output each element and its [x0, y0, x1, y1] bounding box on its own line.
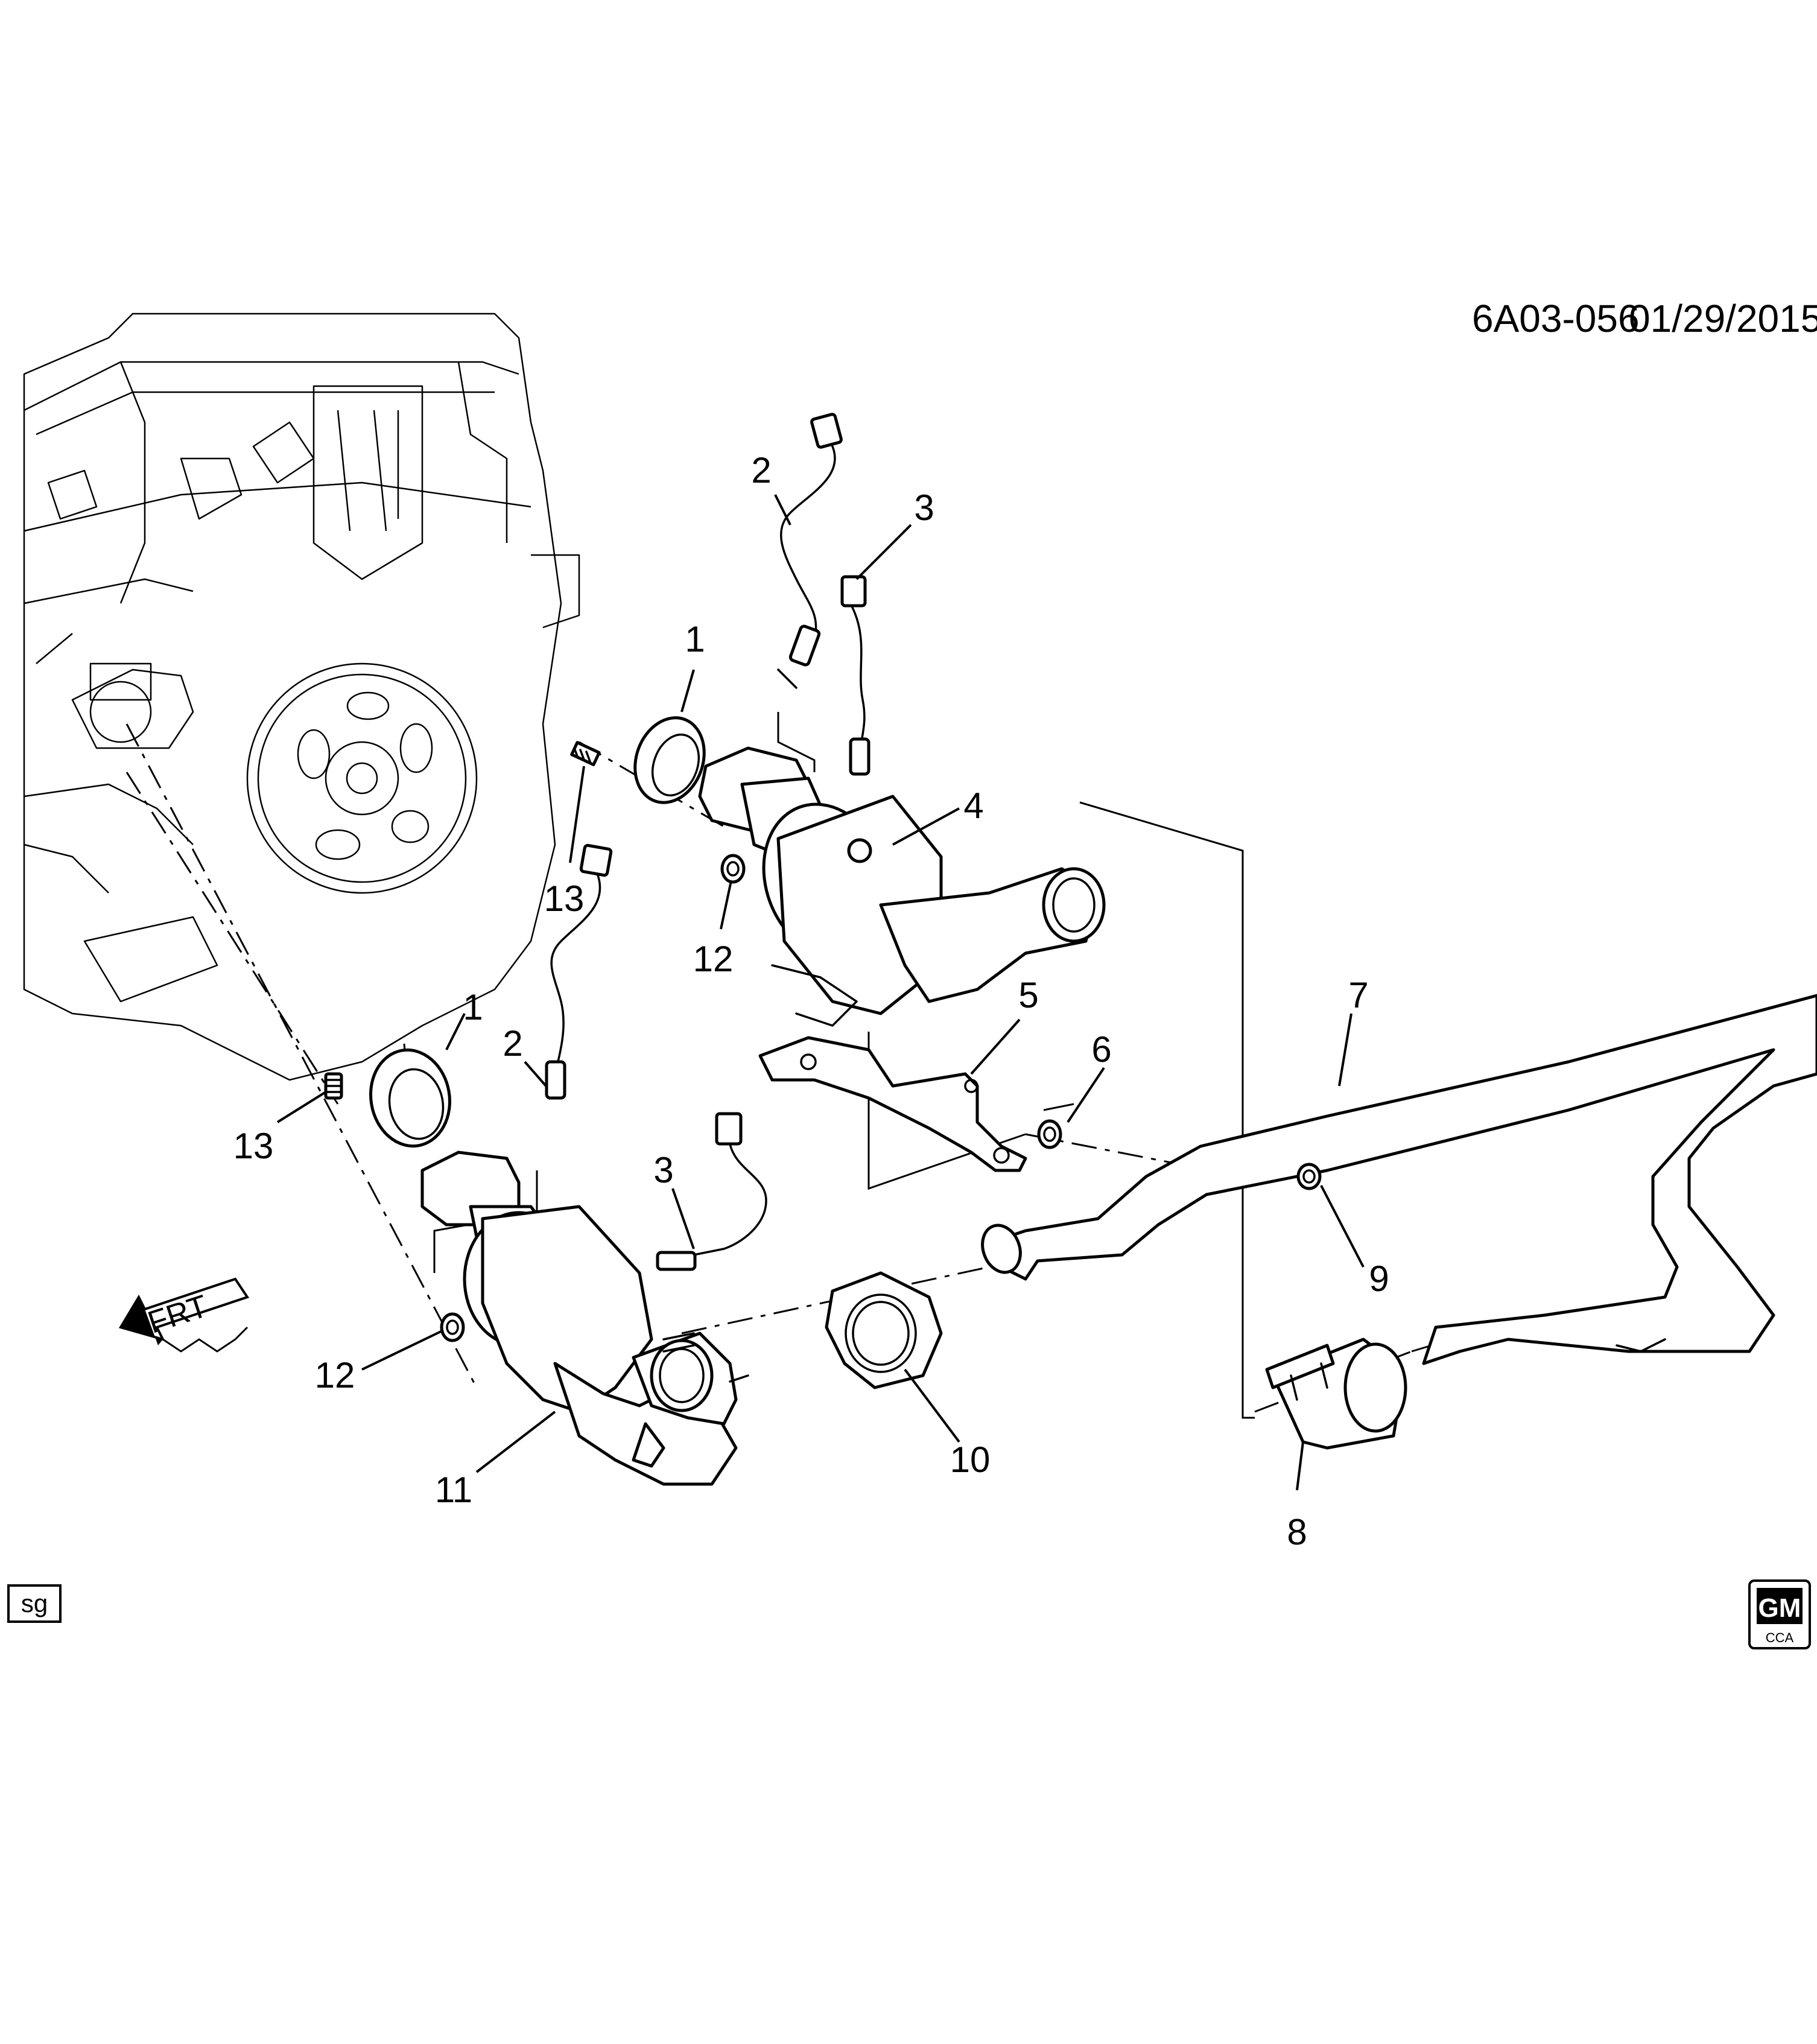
- exhaust-pipe: [981, 994, 1817, 1365]
- nut-pipe: [1296, 1163, 1322, 1190]
- diagram-date: 01/29/2015: [1629, 297, 1817, 340]
- sg-tag-label: sg: [21, 1589, 48, 1617]
- oxygen-sensor-upper-2: [777, 413, 843, 689]
- oxygen-sensor-lower-2: [545, 843, 613, 1100]
- callout-9: 9: [1369, 1258, 1389, 1299]
- bracket: [758, 1036, 1027, 1172]
- nut-bracket: [1037, 1119, 1062, 1149]
- catalytic-converter-upper: [698, 746, 1106, 1027]
- nut-upper: [720, 854, 746, 884]
- callout-3-lower: 3: [653, 1150, 673, 1190]
- catalytic-converter-lower: [420, 1151, 749, 1486]
- callout-7: 7: [1348, 975, 1368, 1015]
- callout-leaders: [276, 494, 1365, 1491]
- callout-6: 6: [1091, 1029, 1111, 1070]
- callout-labels: 1 2 3 4 13 12 5 6 7 1 2 13 3 12 9 11 10 …: [233, 450, 1389, 1552]
- gm-logo-icon: GM CCA: [1748, 1579, 1811, 1649]
- gasket-ring-upper: [633, 716, 706, 804]
- oxygen-sensor-lower-3: [656, 1112, 767, 1271]
- diagram-id: 6A03-056: [1472, 297, 1640, 340]
- gm-logo-text: GM: [1758, 1593, 1801, 1623]
- sg-tag: sg: [7, 1584, 62, 1623]
- callout-2-lower: 2: [503, 1023, 522, 1064]
- gm-logo-subtext: CCA: [1766, 1630, 1794, 1645]
- engine-block-icon: [23, 313, 580, 1081]
- callout-13-lower: 13: [233, 1126, 274, 1166]
- callout-1-upper: 1: [685, 619, 705, 659]
- callout-12-lower: 12: [315, 1355, 355, 1395]
- callout-3-upper: 3: [914, 487, 934, 528]
- stud-upper: [570, 741, 601, 767]
- callout-8: 8: [1287, 1512, 1307, 1552]
- callout-5: 5: [1018, 975, 1038, 1015]
- oxygen-sensor-upper-3: [840, 575, 870, 776]
- callout-2-upper: 2: [751, 450, 771, 490]
- callout-12-upper: 12: [693, 939, 734, 979]
- callout-13-upper: 13: [544, 878, 585, 919]
- callout-10: 10: [950, 1439, 991, 1480]
- stud-lower: [324, 1072, 343, 1100]
- callout-4: 4: [963, 786, 983, 826]
- front-arrow-icon: FRT: [118, 1277, 250, 1353]
- callout-1-lower: 1: [463, 987, 483, 1027]
- nut-lower: [440, 1312, 465, 1342]
- gasket-ring-lower: [369, 1048, 452, 1148]
- pipe-clamp: [1265, 1338, 1407, 1450]
- callout-11: 11: [435, 1470, 472, 1510]
- flange-gasket: [825, 1271, 943, 1389]
